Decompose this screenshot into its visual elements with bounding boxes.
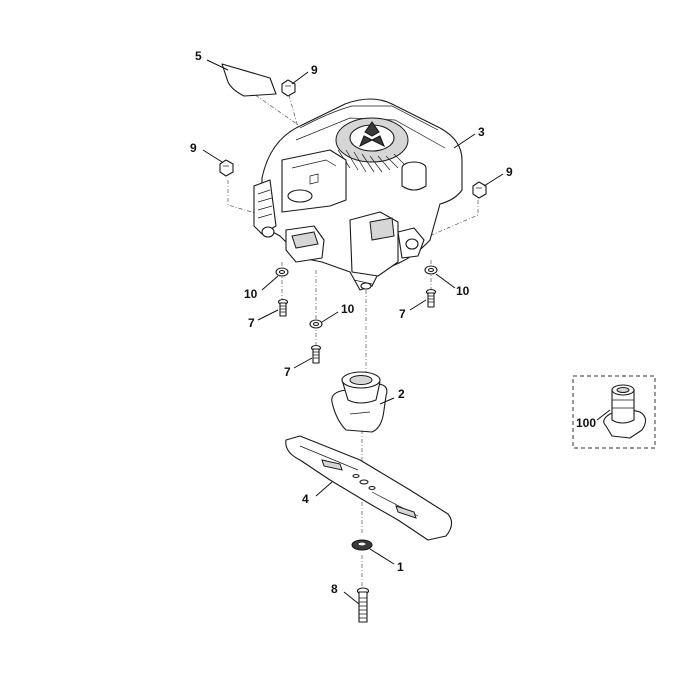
center-bolt-part [356,587,370,623]
callout-leader-lines [202,59,611,605]
callout-7: 7 [248,316,255,330]
mower-blade-part [285,435,453,541]
nut-part [472,181,487,199]
bolt-part [425,288,437,308]
decal-part [221,63,277,97]
callout-9: 9 [311,63,318,77]
callout-10: 10 [244,287,258,301]
washer-part [275,267,289,277]
callout-5: 5 [195,49,202,63]
callout-2: 2 [398,387,405,401]
callout-labels: 5 9 9 3 9 10 7 10 7 10 7 2 100 4 1 8 [190,49,596,596]
lock-washer-part [351,539,373,551]
nut-part [281,79,296,97]
washer-part [309,319,323,329]
callout-3: 3 [478,125,485,139]
engine-part [253,98,463,291]
callout-9: 9 [190,141,197,155]
blade-hub-part [331,371,388,433]
callout-9: 9 [506,165,513,179]
bolt-part [310,344,322,364]
washer-part [424,265,438,275]
bolt-part [277,298,289,317]
callout-1: 1 [397,560,404,574]
callout-4: 4 [302,492,309,506]
callout-100: 100 [576,416,596,430]
callout-8: 8 [331,582,338,596]
callout-7: 7 [399,307,406,321]
callout-10: 10 [341,302,355,316]
callout-7: 7 [284,365,291,379]
replacement-hub-box [572,375,656,449]
nut-part [219,159,234,177]
callout-10: 10 [456,284,470,298]
